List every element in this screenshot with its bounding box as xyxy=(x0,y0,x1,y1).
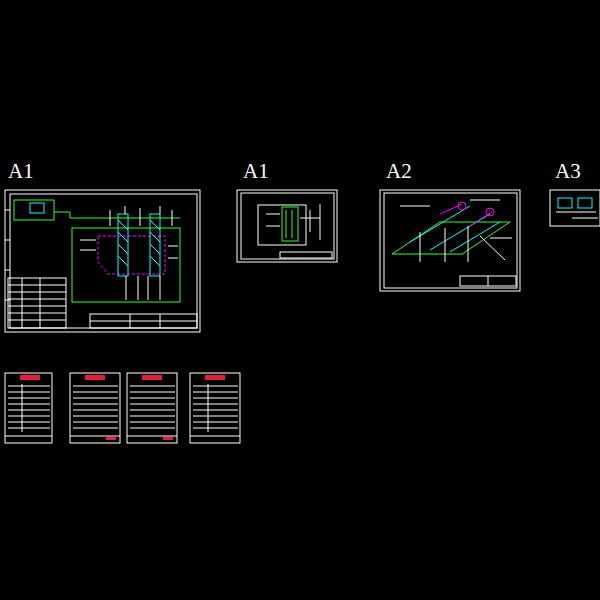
sheet-size-label: A2 xyxy=(386,161,412,182)
sheet-size-label: A1 xyxy=(243,161,269,182)
sheet-size-label: A3 xyxy=(555,161,581,182)
sheet-size-label: A1 xyxy=(8,161,34,182)
